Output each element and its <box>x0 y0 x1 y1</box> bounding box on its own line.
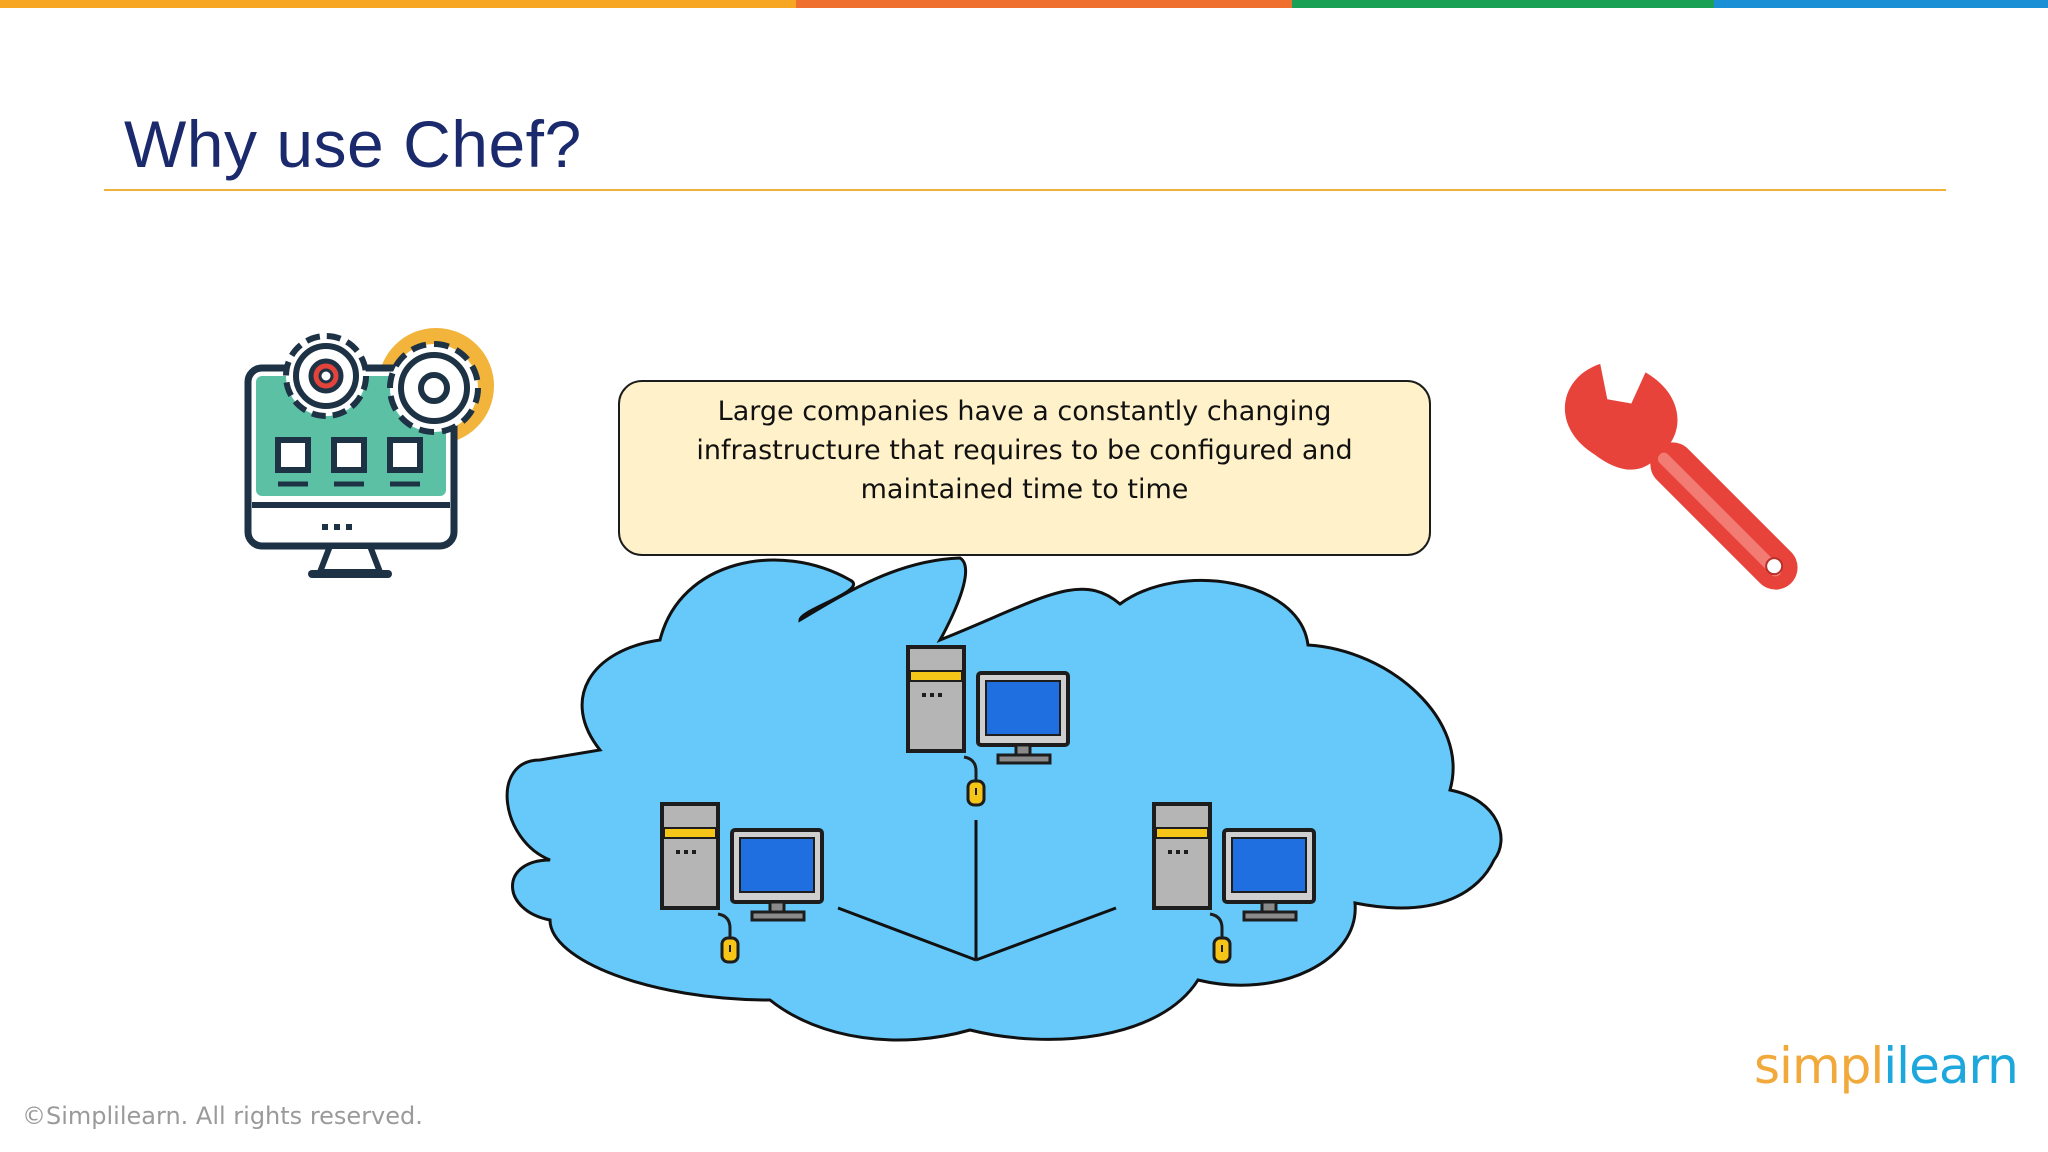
bar-segment-orange-yellow <box>0 0 796 8</box>
info-callout-box: Large companies have a constantly changi… <box>618 380 1431 556</box>
callout-text: Large companies have a constantly changi… <box>696 396 1353 505</box>
logo-text-part-1: simpl <box>1754 1037 1884 1095</box>
bar-segment-orange <box>796 0 1292 8</box>
wrench-icon <box>1564 363 1798 590</box>
bar-segment-blue <box>1714 0 2048 8</box>
bar-segment-green <box>1292 0 1714 8</box>
top-color-bar <box>0 0 2048 8</box>
simplilearn-logo: simplilearn <box>1754 1036 2019 1096</box>
computer-with-gears-icon <box>244 328 494 578</box>
copyright-footer: ©Simplilearn. All rights reserved. <box>22 1102 423 1130</box>
logo-text-part-2: ilearn <box>1883 1037 2019 1095</box>
cloud-network-icon <box>505 556 1503 1042</box>
slide-title: Why use Chef? <box>124 107 582 181</box>
title-underline <box>104 189 1946 191</box>
